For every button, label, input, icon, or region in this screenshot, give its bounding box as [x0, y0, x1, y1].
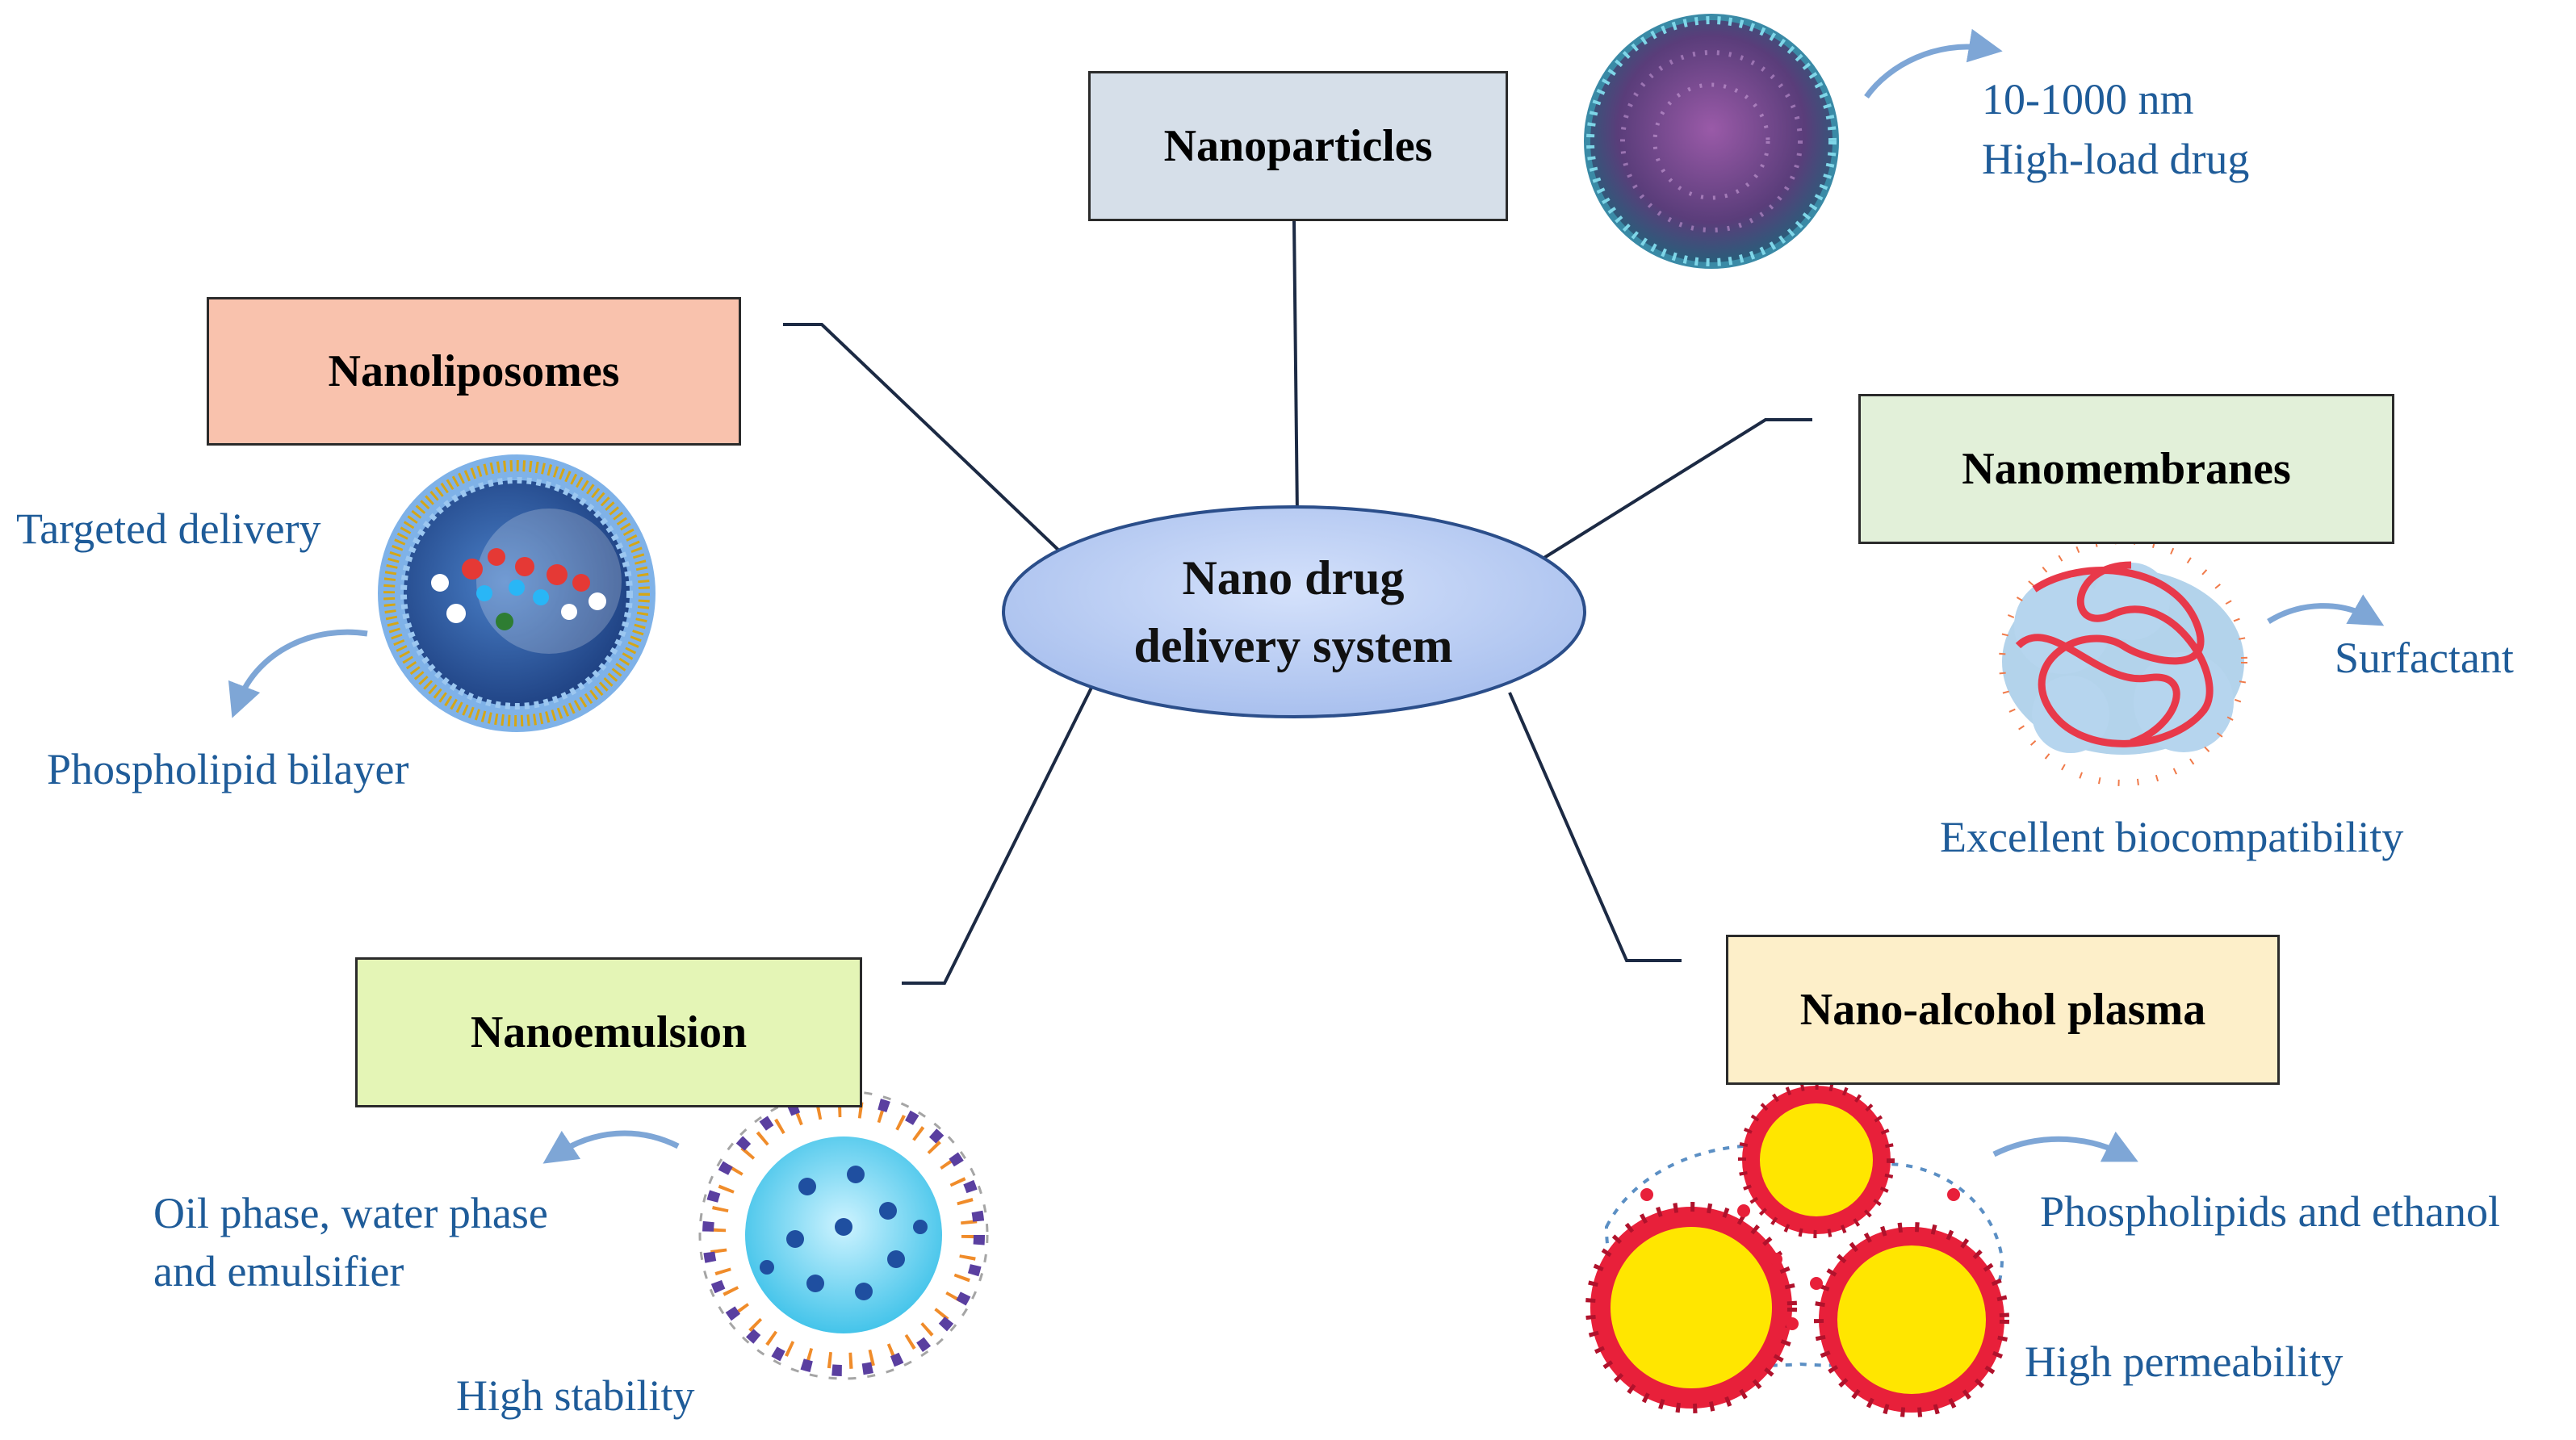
curved-arrows: [228, 28, 2385, 1164]
connector-nanoemulsion: [902, 687, 1093, 985]
arrow-nano-alcohol-plasma: [1992, 1131, 2138, 1162]
label-surfactant: Surfactant: [2335, 634, 2514, 682]
box-nanoemulsion: Nanoemulsion: [355, 957, 862, 1107]
label-size-range: 10-1000 nm: [1982, 75, 2194, 123]
center-title-line1: Nano drug: [1182, 551, 1405, 605]
label-oil-water-phase: Oil phase, water phase: [153, 1189, 548, 1237]
box-nano-alcohol-plasma: Nano-alcohol plasma: [1726, 935, 2280, 1085]
nanomembrane-illustration: [1999, 538, 2247, 786]
label-phospholipid-bilayer: Phospholipid bilayer: [47, 745, 409, 793]
center-title-line2: delivery system: [1133, 619, 1453, 672]
box-nano-alcohol-plasma-title: Nano-alcohol plasma: [1799, 985, 2206, 1035]
arrow-nanoemulsion: [542, 1130, 680, 1164]
arrow-nanoliposomes: [228, 629, 368, 718]
label-excellent-biocompatibility: Excellent biocompatibility: [1940, 813, 2404, 861]
connector-nano-alcohol-plasma: [1508, 692, 1682, 962]
box-nanomembranes: Nanomembranes: [1858, 394, 2394, 544]
box-nanoparticles: Nanoparticles: [1088, 71, 1508, 221]
box-nanoparticles-title: Nanoparticles: [1163, 121, 1433, 171]
label-high-load-drug: High-load drug: [1982, 135, 2250, 183]
nanoparticle-illustration: [1584, 14, 1839, 269]
box-nanoliposomes: Nanoliposomes: [207, 297, 741, 446]
connector-nanoliposomes: [783, 323, 1064, 555]
arrow-nanoparticles: [1864, 28, 2003, 99]
arrow-nanomembranes: [2267, 594, 2385, 626]
box-nanomembranes-title: Nanomembranes: [1962, 444, 2291, 494]
connector-nanomembranes: [1539, 418, 1812, 562]
center-title: Nano drug delivery system: [1001, 507, 1585, 717]
label-high-stability: High stability: [456, 1371, 695, 1420]
liposome-illustration: [378, 454, 656, 732]
label-and-emulsifier: and emulsifier: [153, 1247, 404, 1296]
center-ellipse: [1002, 505, 1586, 718]
box-nanoemulsion-title: Nanoemulsion: [470, 1007, 748, 1057]
label-phospholipids-ethanol: Phospholipids and ethanol: [2040, 1187, 2500, 1236]
nanoemulsion-illustration: [698, 1090, 989, 1380]
box-nanoliposomes-title: Nanoliposomes: [328, 346, 620, 396]
label-targeted-delivery: Targeted delivery: [16, 504, 321, 553]
label-high-permeability: High permeability: [2025, 1337, 2344, 1386]
connector-nanoparticles: [1292, 219, 1299, 517]
nano-alcohol-plasma-illustration: [1585, 1082, 2009, 1417]
